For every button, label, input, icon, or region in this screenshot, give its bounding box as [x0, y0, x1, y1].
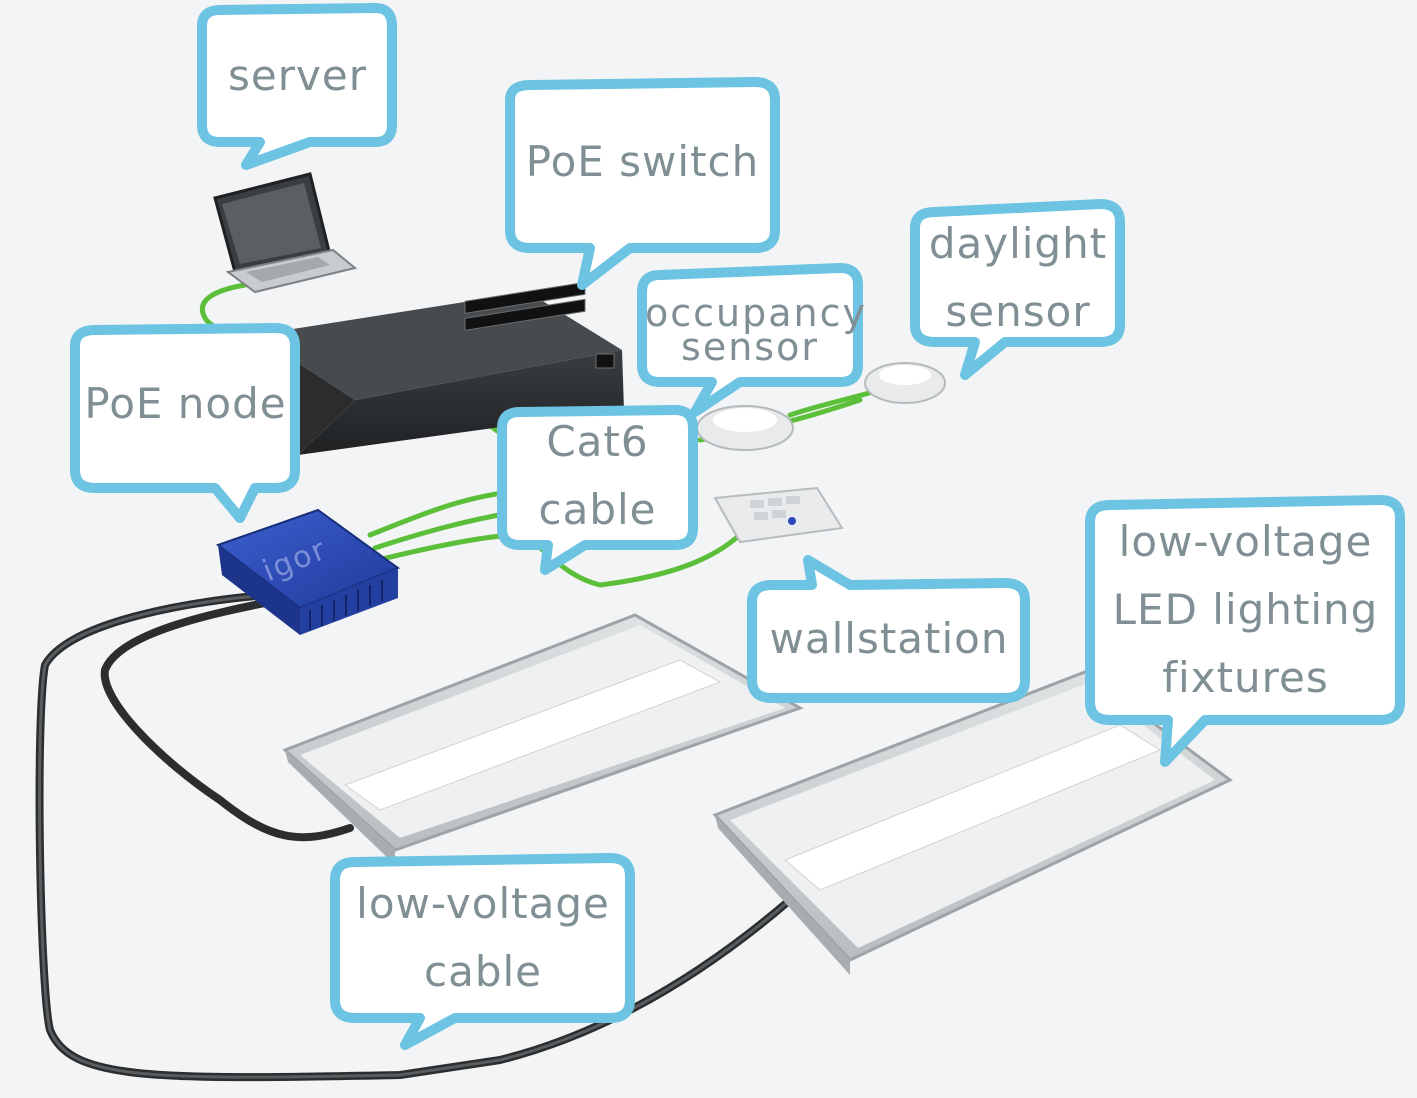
speech-bubbles — [70, 3, 1405, 1050]
led-fixture-right — [712, 670, 1233, 975]
bubble-wallstation — [747, 555, 1030, 703]
led-fixture-left — [282, 613, 804, 865]
label-daylight-sensor: daylight sensor — [928, 219, 1108, 336]
wallstation-device — [713, 486, 844, 544]
bubble-server — [197, 3, 397, 170]
poe-switch — [255, 281, 624, 455]
bubble-cat6-cable — [497, 405, 698, 575]
label-led-fixtures: low-voltage LED lighting fixtures — [1112, 517, 1379, 702]
daylight-sensor-device — [864, 362, 946, 404]
bubble-daylight-sensor — [910, 199, 1125, 380]
bubble-poe-switch — [505, 77, 780, 290]
occupancy-sensor-device — [696, 405, 794, 451]
label-cat6-cable: Cat6 cable — [538, 417, 657, 534]
label-occupancy-sensor: occupancy sensor — [645, 291, 867, 369]
label-poe-node: PoE node — [84, 379, 287, 428]
label-poe-switch: PoE switch — [525, 137, 760, 186]
bubble-occupancy-sensor — [637, 263, 863, 417]
bubble-led-fixtures — [1085, 495, 1405, 767]
bubble-low-voltage-cable — [330, 853, 635, 1050]
label-server: server — [228, 51, 367, 100]
server-laptop — [213, 172, 358, 294]
poe-node-device — [215, 508, 401, 635]
label-wallstation: wallstation — [769, 614, 1009, 663]
label-low-voltage-cable: low-voltage cable — [356, 879, 610, 996]
bubble-poe-node — [70, 323, 300, 523]
